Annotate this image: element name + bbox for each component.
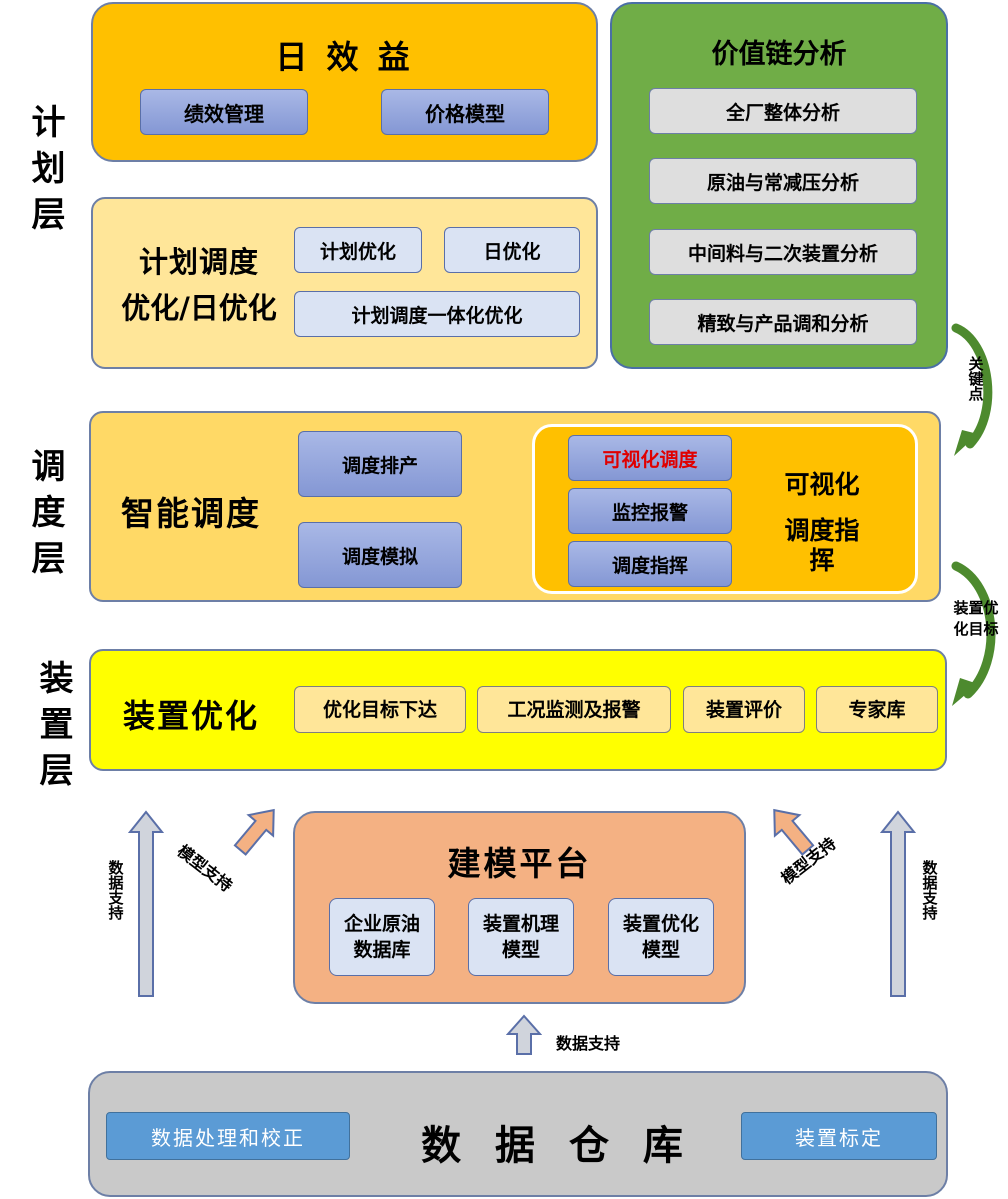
daily-optimization-box[interactable]: 日优化 <box>444 227 580 273</box>
dispatch-scheduling-box[interactable]: 调度排产 <box>298 431 462 497</box>
diagonal-arrow-left-icon <box>233 808 275 856</box>
value-chain-item-intermediate[interactable]: 中间料与二次装置分析 <box>649 229 917 275</box>
data-support-left-text: 数据支持 <box>106 860 125 920</box>
layer-label-device: 装置层 <box>30 660 74 798</box>
benefit-title: 日 效 益 <box>275 38 414 76</box>
dispatch-simulation-box[interactable]: 调度模拟 <box>298 522 462 588</box>
value-chain-panel: 价值链分析 全厂整体分析 原油与常减压分析 中间料与二次装置分析 精致与产品调和… <box>610 2 948 369</box>
up-arrow-center-icon <box>506 1014 542 1055</box>
device-evaluation-box[interactable]: 装置评价 <box>683 686 805 733</box>
target-issue-box[interactable]: 优化目标下达 <box>294 686 466 733</box>
performance-management-box[interactable]: 绩效管理 <box>140 89 308 135</box>
layer-label-dispatch: 调度层 <box>22 448 66 586</box>
value-chain-title: 价值链分析 <box>711 39 847 70</box>
diagonal-arrow-right-icon <box>773 808 815 856</box>
data-processing-box[interactable]: 数据处理和校正 <box>106 1112 350 1160</box>
visual-title-3: 挥 <box>809 546 835 575</box>
key-points-text: 关键点 <box>966 356 985 401</box>
condition-monitoring-box[interactable]: 工况监测及报警 <box>477 686 671 733</box>
layer-label-dispatch-text: 调度层 <box>25 448 65 586</box>
up-arrow-left-icon <box>128 810 164 997</box>
device-optimization-title: 装置优化 <box>122 697 259 735</box>
up-arrow-right-icon <box>880 810 916 997</box>
device-optimization-panel: 装置优化 优化目标下达 工况监测及报警 装置评价 专家库 <box>89 649 947 771</box>
curved-arrow-key-points-icon <box>951 323 993 456</box>
crude-database-box[interactable]: 企业原油数据库 <box>329 898 435 976</box>
plan-schedule-title-1: 计划调度 <box>138 245 259 279</box>
integrated-optimization-box[interactable]: 计划调度一体化优化 <box>294 291 580 337</box>
curved-arrow-device-target-icon <box>951 561 996 706</box>
device-calibration-box[interactable]: 装置标定 <box>741 1112 937 1160</box>
visual-title-2: 调度指 <box>784 516 860 545</box>
mechanism-model-box[interactable]: 装置机理模型 <box>468 898 574 976</box>
modeling-platform-panel: 建模平台 企业原油数据库 装置机理模型 装置优化模型 <box>293 811 746 1004</box>
plan-optimization-box[interactable]: 计划优化 <box>294 227 422 273</box>
visual-dispatch-subpanel: 可视化调度 监控报警 调度指挥 可视化 调度指 挥 <box>532 424 918 594</box>
data-warehouse-title: 数 据 仓 库 <box>421 1122 693 1169</box>
visual-dispatch-box[interactable]: 可视化调度 <box>568 435 732 481</box>
monitor-alarm-box[interactable]: 监控报警 <box>568 488 732 534</box>
value-chain-item-plant[interactable]: 全厂整体分析 <box>649 88 917 134</box>
value-chain-item-blending[interactable]: 精致与产品调和分析 <box>649 299 917 345</box>
key-points-label: 关键点 <box>960 356 990 407</box>
modeling-platform-title: 建模平台 <box>447 844 592 883</box>
data-support-center-label: 数据支持 <box>556 1034 621 1053</box>
data-warehouse-panel: 数据处理和校正 数 据 仓 库 装置标定 <box>88 1071 948 1197</box>
layer-label-device-text: 装置层 <box>33 660 73 798</box>
value-chain-item-crude[interactable]: 原油与常减压分析 <box>649 158 917 204</box>
dispatch-command-box[interactable]: 调度指挥 <box>568 541 732 587</box>
layer-label-plan: 计划层 <box>22 104 66 242</box>
smart-dispatch-panel: 智能调度 调度排产 调度模拟 可视化调度 监控报警 调度指挥 可视化 调度指 挥 <box>89 411 941 602</box>
visual-title-1: 可视化 <box>784 470 860 499</box>
optimization-model-box[interactable]: 装置优化模型 <box>608 898 714 976</box>
plan-schedule-title-2: 优化/日优化 <box>121 291 277 325</box>
device-target-label: 装置优化目标 <box>953 599 999 638</box>
smart-dispatch-title: 智能调度 <box>121 494 261 533</box>
plan-schedule-panel: 计划调度 优化/日优化 计划优化 日优化 计划调度一体化优化 <box>91 197 598 369</box>
layer-label-plan-text: 计划层 <box>25 104 65 242</box>
benefit-panel: 日 效 益 绩效管理 价格模型 <box>91 2 598 162</box>
price-model-box[interactable]: 价格模型 <box>381 89 549 135</box>
data-support-left-label: 数据支持 <box>103 860 127 926</box>
expert-library-box[interactable]: 专家库 <box>816 686 938 733</box>
data-support-right-text: 数据支持 <box>920 860 939 920</box>
data-support-right-label: 数据支持 <box>917 860 941 926</box>
